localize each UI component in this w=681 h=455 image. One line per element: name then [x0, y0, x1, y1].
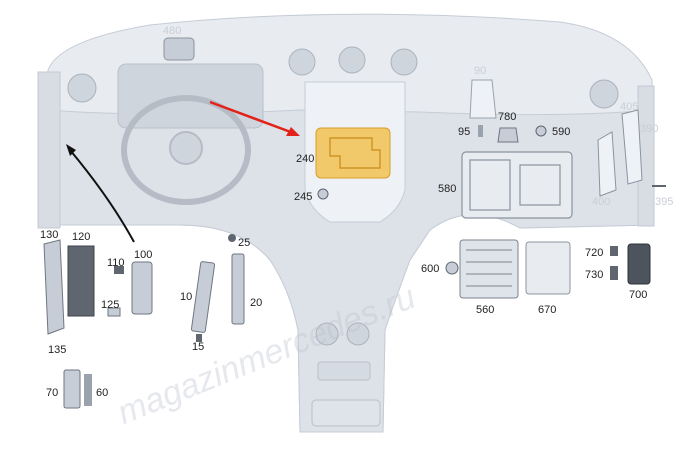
- black-arrow-head: [66, 144, 76, 156]
- steering-wheel: [121, 95, 251, 205]
- vent-lower-left: [315, 322, 339, 346]
- part-125-shape: [107, 307, 121, 317]
- label-590: 590: [552, 126, 570, 138]
- left-side-panel: [37, 71, 61, 229]
- part-10-shape: [190, 261, 216, 333]
- label-730: 730: [585, 269, 603, 281]
- label-25: 25: [238, 237, 250, 249]
- label-240: 240: [296, 153, 314, 165]
- label-90: 90: [474, 65, 486, 77]
- part-15-shape: [196, 334, 202, 342]
- label-560: 560: [476, 304, 494, 316]
- part-130-shape: [43, 239, 65, 335]
- part-90-shape: [469, 79, 497, 119]
- part-670-shape: [525, 241, 571, 295]
- vent-lower-right: [346, 322, 370, 346]
- red-arrow: [209, 100, 297, 136]
- lower-tray: [317, 361, 371, 381]
- part-95-shape: [478, 125, 483, 137]
- vent-center-1: [288, 48, 316, 76]
- part-25-shape: [228, 234, 236, 242]
- label-480: 480: [163, 25, 181, 37]
- label-600: 600: [421, 263, 439, 275]
- mounted-parts: [163, 37, 666, 219]
- part-700-shape: [627, 243, 651, 285]
- air-vents: [67, 46, 619, 346]
- label-110: 110: [107, 257, 125, 269]
- label-395: 395: [655, 196, 673, 208]
- loose-parts: [43, 234, 651, 409]
- part-245-shape: [317, 188, 329, 200]
- part-590-shape: [535, 125, 547, 137]
- module-240-highlighted: [315, 127, 391, 179]
- part-60-shape: [84, 374, 92, 406]
- label-580: 580: [438, 183, 456, 195]
- arrows: [66, 100, 300, 243]
- part-730-shape: [610, 266, 618, 280]
- part-100-shape: [131, 261, 153, 315]
- label-95: 95: [458, 126, 470, 138]
- label-135: 135: [48, 344, 66, 356]
- label-60: 60: [96, 387, 108, 399]
- part-600-shape: [445, 261, 459, 275]
- label-70: 70: [46, 387, 58, 399]
- part-720-shape: [610, 246, 618, 256]
- label-125: 125: [101, 299, 119, 311]
- vent-right: [589, 79, 619, 109]
- label-405: 405: [620, 101, 638, 113]
- label-400: 400: [592, 196, 610, 208]
- label-20: 20: [250, 297, 262, 309]
- part-70-shape: [63, 369, 81, 409]
- part-560-shape: [459, 239, 519, 299]
- part-405-shape: [621, 109, 643, 185]
- vent-center-3: [390, 48, 418, 76]
- bottom-base: [311, 399, 381, 427]
- part-780-shape: [497, 127, 519, 143]
- dashboard-assembly: [37, 13, 655, 433]
- label-720: 720: [585, 247, 603, 259]
- part-labels: 480 90 780 95 590 405 390 240 245 580 40…: [40, 25, 673, 399]
- label-670: 670: [538, 304, 556, 316]
- part-20-shape: [231, 253, 245, 325]
- red-arrow-head: [286, 127, 300, 136]
- black-arrow: [69, 149, 135, 243]
- vent-center-2: [338, 46, 366, 74]
- label-130: 130: [40, 229, 58, 241]
- label-700: 700: [629, 289, 647, 301]
- label-780: 780: [498, 111, 516, 123]
- part-120-shape: [67, 245, 95, 317]
- label-390: 390: [640, 123, 658, 135]
- label-120: 120: [72, 231, 90, 243]
- part-110-shape: [114, 266, 124, 274]
- label-245: 245: [294, 191, 312, 203]
- label-10: 10: [180, 291, 192, 303]
- part-480-shape: [163, 37, 195, 61]
- label-100: 100: [134, 249, 152, 261]
- part-400-shape: [597, 131, 617, 197]
- vent-left: [67, 73, 97, 103]
- label-15: 15: [192, 341, 204, 353]
- part-580-shape: [461, 151, 573, 219]
